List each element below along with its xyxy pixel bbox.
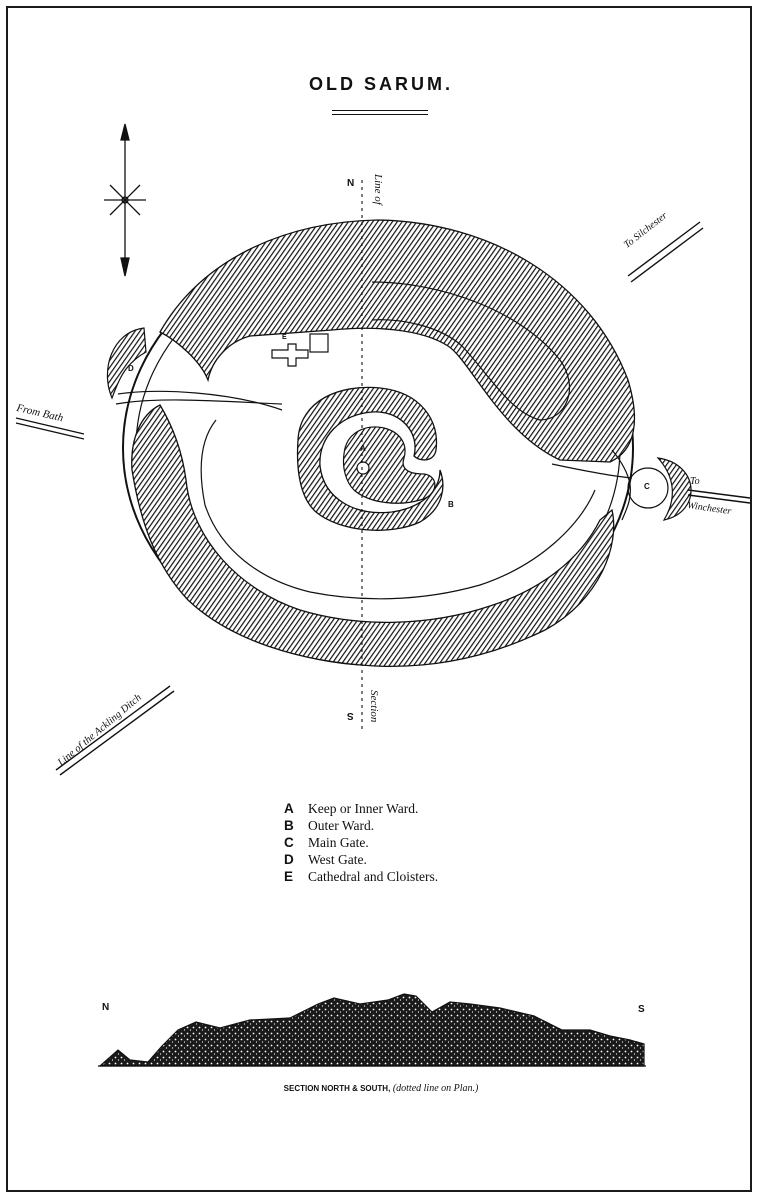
marker-c: C	[644, 482, 650, 491]
outer-rampart	[122, 219, 636, 667]
road-from-bath	[15, 417, 85, 440]
road-to-winchester	[687, 489, 751, 504]
marker-a: A	[360, 444, 366, 453]
page-border	[6, 6, 752, 1192]
main-gate-outwork	[551, 449, 692, 521]
section-caption: SECTION NORTH & SOUTH, (dotted line on P…	[0, 1083, 762, 1094]
section-profile	[98, 993, 646, 1067]
title-rule	[332, 114, 428, 115]
ackling-ditch-line	[55, 685, 175, 776]
section-caption-note: (dotted line on Plan.)	[392, 1083, 479, 1094]
to-winchester-label-1: To	[690, 476, 700, 487]
marker-d: D	[128, 364, 134, 373]
section-caption-main: SECTION NORTH & SOUTH,	[283, 1084, 391, 1093]
marker-b: B	[448, 500, 454, 509]
title-rule	[332, 110, 428, 111]
line-of-label: Line of	[372, 174, 384, 205]
section-north-label: N	[102, 1002, 110, 1013]
section-label: Section	[368, 690, 380, 723]
cathedral-and-cloisters	[271, 333, 329, 367]
keep-inner-ward	[296, 386, 444, 531]
page-title: OLD SARUM.	[309, 74, 453, 94]
marker-e: E	[282, 334, 287, 341]
section-south-label: S	[638, 1004, 645, 1015]
compass-rose-icon	[104, 123, 146, 277]
west-gate-outwork	[106, 327, 283, 411]
south-label: S	[347, 710, 354, 721]
north-label: N	[347, 178, 355, 189]
road-to-silchester	[627, 221, 704, 283]
